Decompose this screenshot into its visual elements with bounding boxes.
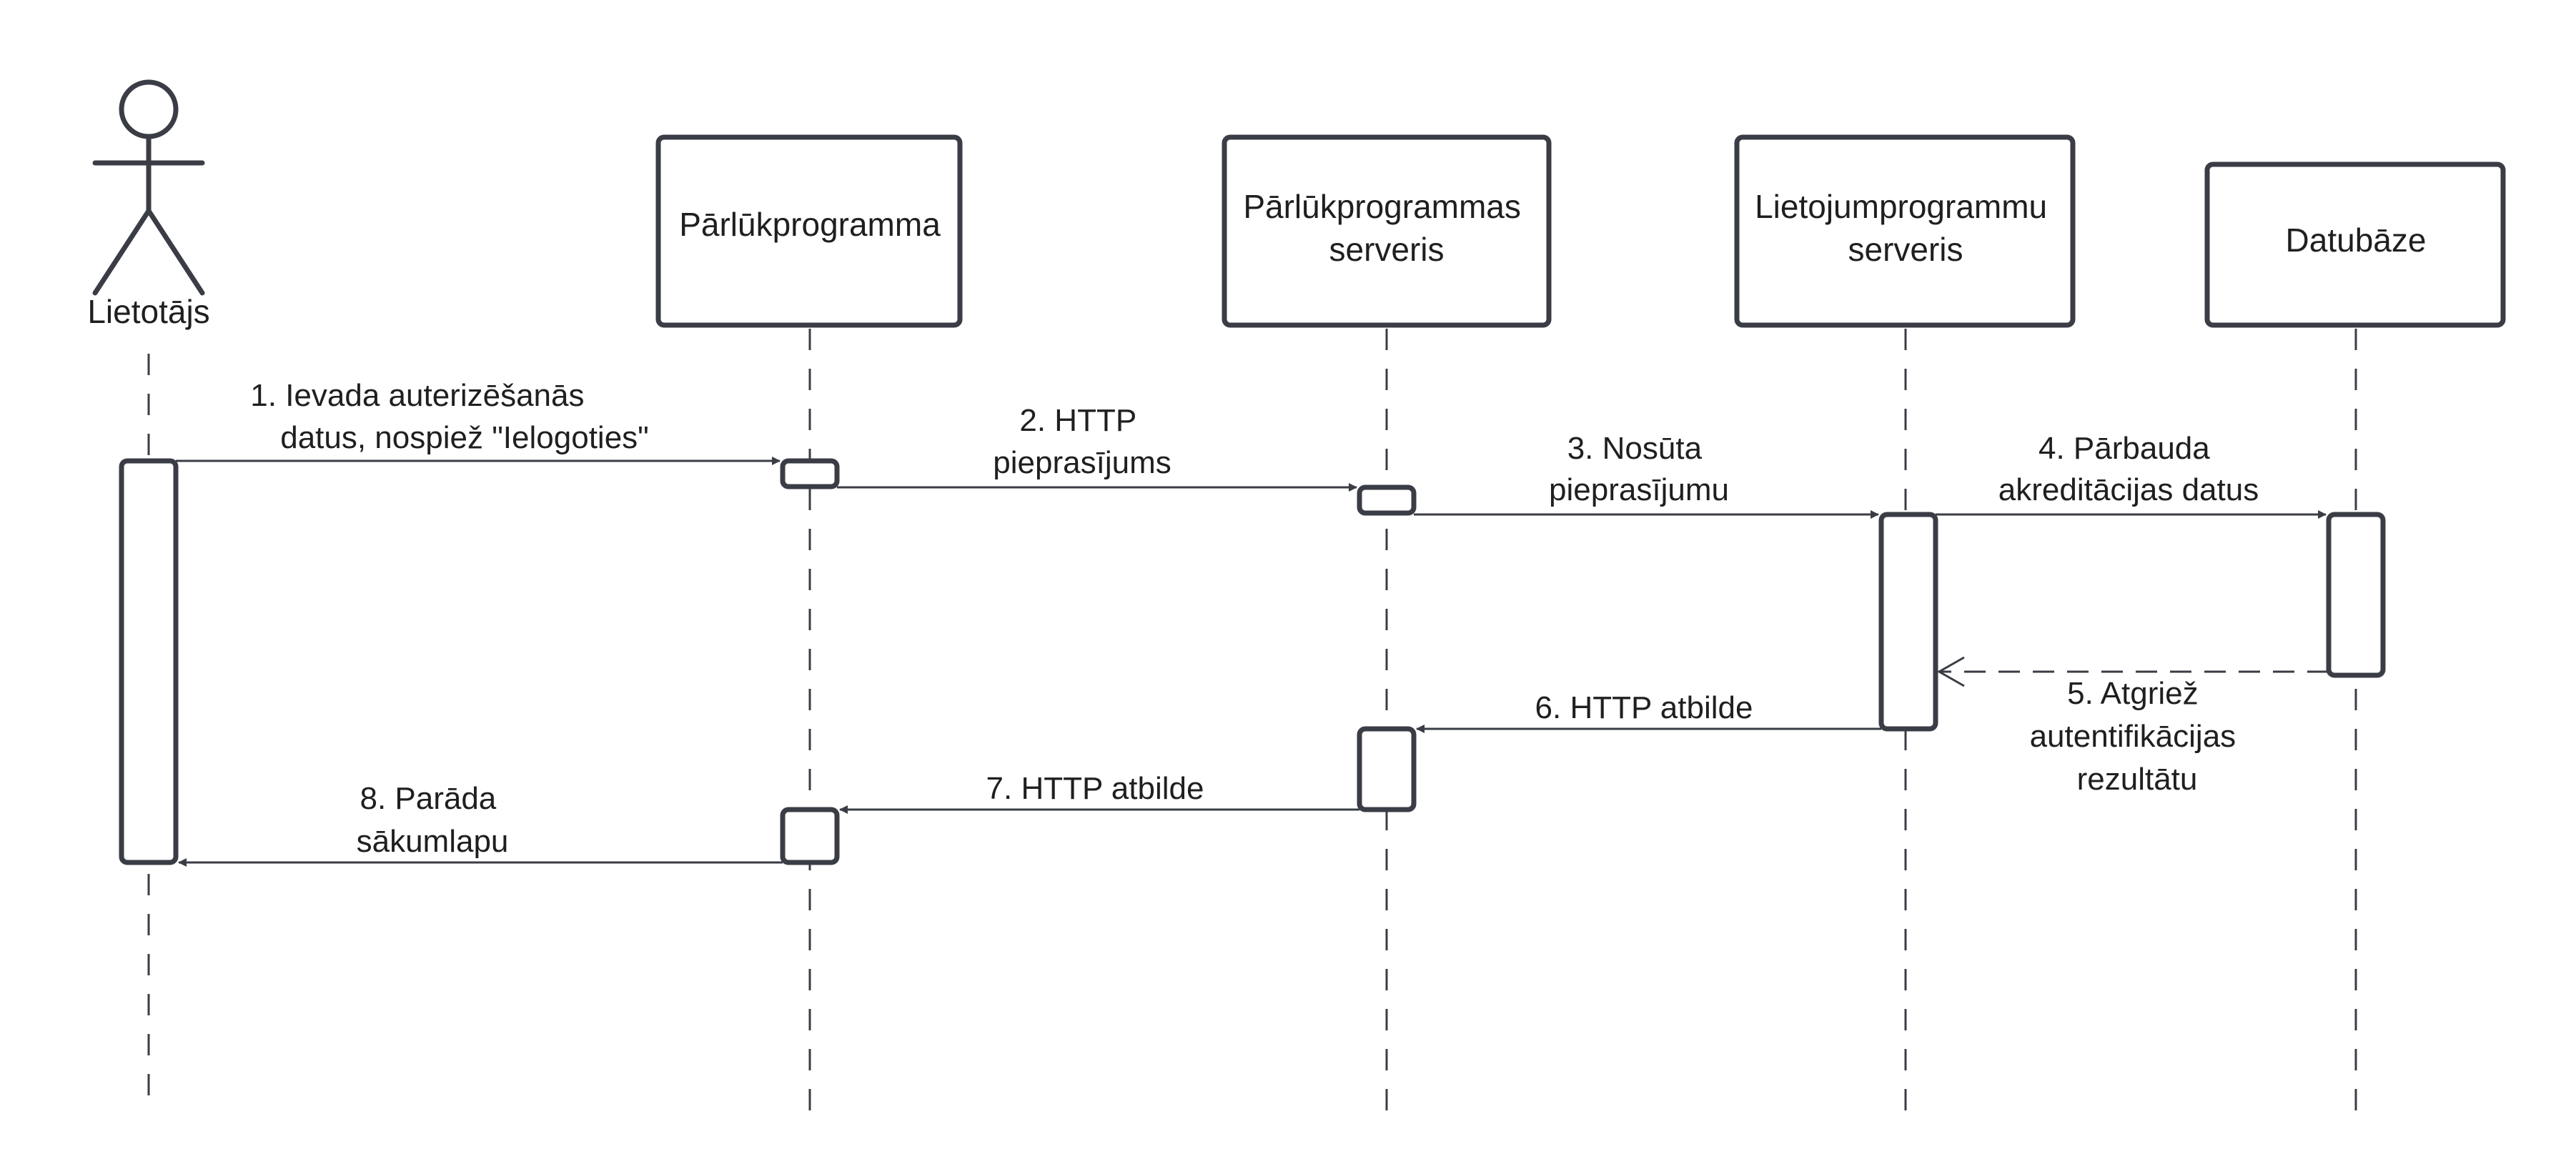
actor-user xyxy=(92,79,205,296)
activation-user xyxy=(119,458,179,865)
message-8-label: 8. Parāda sākumlapu xyxy=(357,781,509,859)
message-label-line: datus, nospiež "Ielogoties" xyxy=(280,420,649,455)
message-label-line: 4. Pārbauda xyxy=(2038,431,2210,466)
message-2-label: 2. HTTP pieprasījums xyxy=(993,403,1171,480)
message-label-line: 6. HTTP atbilde xyxy=(1535,690,1753,725)
message-4-label: 4. Pārbauda akreditācijas datus xyxy=(1998,431,2259,507)
message-label-line: pieprasījumu xyxy=(1549,472,1729,507)
message-label-line: sākumlapu xyxy=(357,824,509,859)
participant-label-browser: Pārlūkprogramma xyxy=(679,206,941,243)
message-label-line: autentifikācijas xyxy=(2030,719,2236,754)
participant-label-app-server: Lietojumprogrammu serveris xyxy=(1755,188,2056,268)
message-label-line: 1. Ievada auterizēšanās xyxy=(250,378,584,413)
actor-left-leg xyxy=(92,208,152,296)
message-7-label: 7. HTTP atbilde xyxy=(986,771,1204,806)
message-label-line: 2. HTTP xyxy=(1019,403,1136,438)
participant-label-line: serveris xyxy=(1848,231,1963,268)
activation-app-server xyxy=(1878,512,1938,732)
actor-head xyxy=(119,79,179,139)
message-label-line: 5. Atgriež xyxy=(2067,676,2198,711)
activation-bars xyxy=(119,458,2386,865)
activation-browser-2 xyxy=(780,807,840,865)
message-label-line: akreditācijas datus xyxy=(1998,472,2259,507)
participant-box-database xyxy=(2204,161,2506,328)
participant-label-line: Lietojumprogrammu xyxy=(1755,188,2047,225)
message-label-line: pieprasījums xyxy=(993,445,1171,480)
message-arrows xyxy=(176,457,2329,867)
participant-label-line: Pārlūkprogrammas xyxy=(1243,188,1521,225)
activation-database xyxy=(2326,512,2386,678)
participant-label-web-server: Pārlūkprogrammas serveris xyxy=(1243,188,1530,268)
participant-label-database: Datubāze xyxy=(2286,222,2427,259)
message-1-label: 1. Ievada auterizēšanās datus, nospiež "… xyxy=(250,378,649,455)
participant-boxes xyxy=(655,134,2506,328)
actor-label: Lietotājs xyxy=(87,293,209,330)
message-3-label: 3. Nosūta pieprasījumu xyxy=(1549,431,1729,507)
participant-label-line: Datubāze xyxy=(2286,222,2427,259)
participant-box-web-server xyxy=(1222,134,1552,328)
message-label-line: rezultātu xyxy=(2077,762,2198,797)
actor-right-leg xyxy=(146,208,205,296)
activation-web-server-1 xyxy=(1357,484,1417,516)
participant-box-browser xyxy=(655,134,963,328)
message-label-line: 8. Parāda xyxy=(360,781,496,816)
activation-browser-1 xyxy=(780,458,840,489)
message-6-label: 6. HTTP atbilde xyxy=(1535,690,1753,725)
participant-label-line: Pārlūkprogramma xyxy=(679,206,941,243)
message-5-arrowhead xyxy=(1936,656,1965,687)
message-label-line: 7. HTTP atbilde xyxy=(986,771,1204,806)
participant-label-line: serveris xyxy=(1329,231,1444,268)
message-label-line: 3. Nosūta xyxy=(1567,431,1703,466)
participant-box-app-server xyxy=(1734,134,2076,328)
message-5-label: 5. Atgriež autentifikācijas rezultātu xyxy=(2030,676,2245,797)
activation-web-server-2 xyxy=(1357,726,1417,812)
